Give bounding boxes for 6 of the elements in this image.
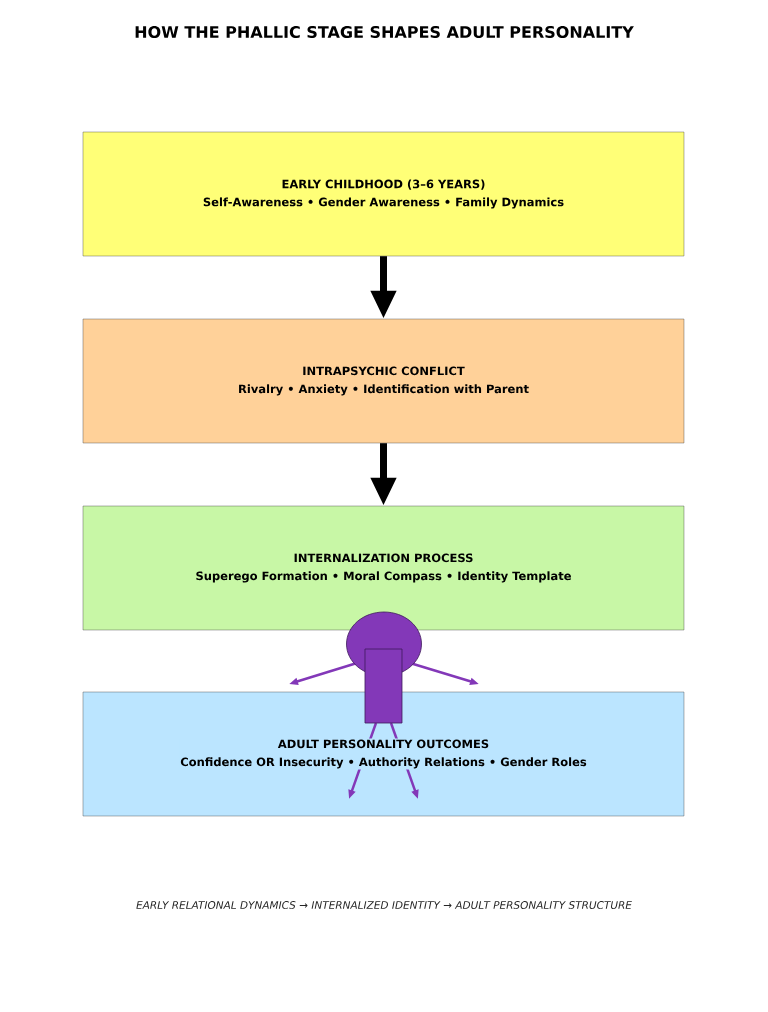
caption: EARLY RELATIONAL DYNAMICS → INTERNALIZED IDENTITY → ADULT PERSONALITY STRUCTURE bbox=[136, 901, 632, 909]
title: HOW THE PHALLIC STAGE SHAPES ADULT PERSONALITY bbox=[135, 25, 634, 39]
process-box: EARLY CHILDHOOD (3–6 YEARS) Self-Awareness • Gender Awareness • Family Dynamics bbox=[82, 131, 685, 257]
process-box: INTERNALIZATION PROCESS Superego Formation • Moral Compass • Identity Template bbox=[82, 505, 685, 631]
box-label: ADULT PERSONALITY OUTCOMES Confidence OR Insecurity • Authority Relations • Gender Roles bbox=[179, 738, 588, 770]
process-box: INTRAPSYCHIC CONFLICT Rivalry • Anxiety • Identification with Parent bbox=[82, 318, 685, 444]
